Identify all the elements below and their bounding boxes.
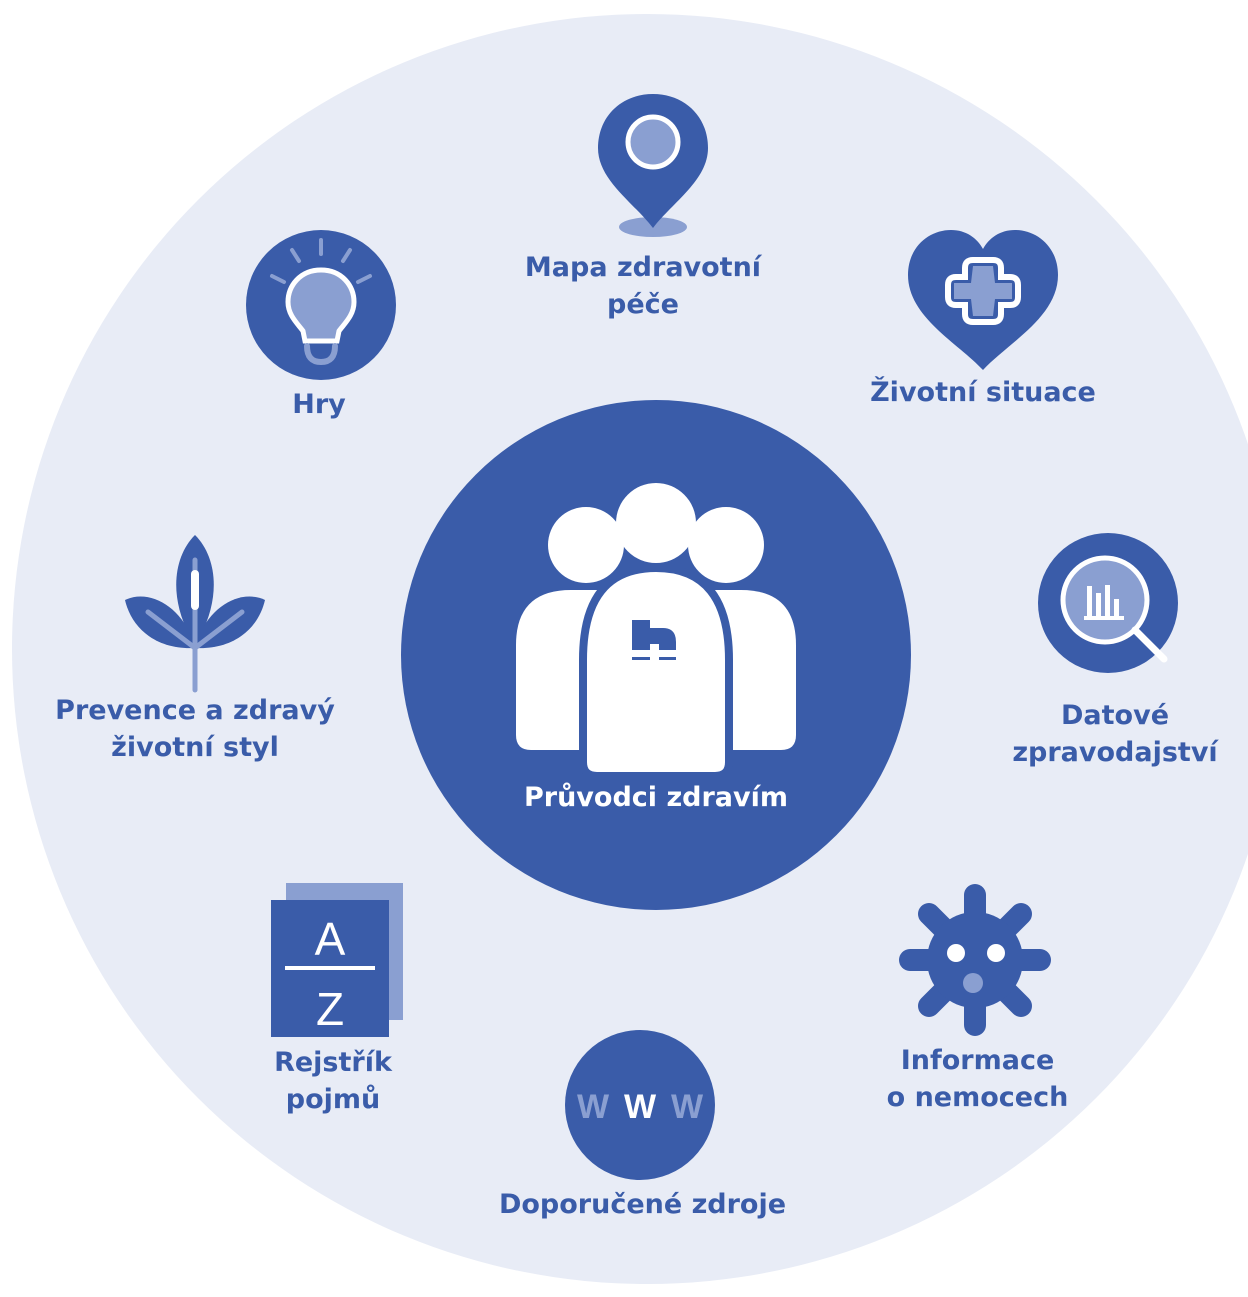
heart-plus-icon [908,230,1058,370]
label-informace: Informace o nemocech [886,1045,1069,1113]
group-people-logo-icon [401,400,911,910]
label-doporucene-zdroje: Doporučené zdroje [498,1189,787,1220]
center-hub-pruvodci-zdravim[interactable]: Průvodci zdravím [401,400,911,910]
www-letter-1: W [577,1088,610,1126]
label-zivotni-situace: Životní situace [870,377,1096,408]
lightbulb-icon [246,230,396,380]
label-rejstrik: Rejstřík pojmů [274,1047,392,1115]
map-pin-icon [598,94,708,237]
virus-icon [899,884,1051,1036]
center-label: Průvodci zdravím [523,782,789,813]
label-hry: Hry [292,389,346,420]
letter-z: Z [316,983,344,1035]
www-globe-icon: W W W [565,1030,715,1180]
label-prevence: Prevence a zdravý životní styl [55,695,335,763]
plant-leaves-icon [125,535,265,693]
chart-magnifier-icon [1038,533,1178,673]
label-datove: Datové zpravodajství [1012,700,1218,768]
letter-a: A [315,913,346,965]
a-z-index-icon: A Z [271,883,403,1037]
www-letter-2: W [624,1088,657,1126]
www-letter-3: W [671,1088,704,1126]
label-mapa: Mapa zdravotní péče [524,252,762,320]
